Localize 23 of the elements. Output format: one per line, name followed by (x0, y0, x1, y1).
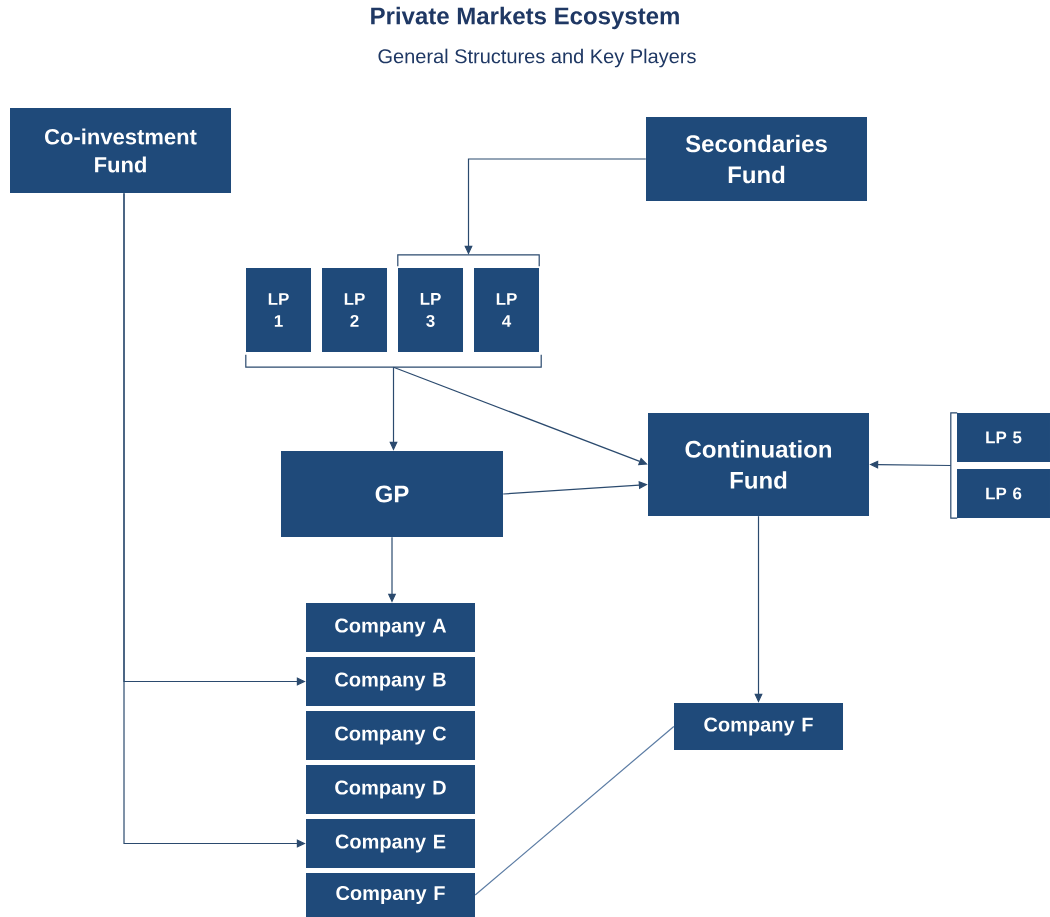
node-box: Co-investment Fund (10, 108, 231, 193)
node-box: LP 6 (957, 469, 1050, 518)
node-box: LP 1 (246, 268, 311, 352)
node-box: LP 4 (474, 268, 539, 352)
node-box: Company D (306, 765, 475, 814)
node-box: Company C (306, 711, 475, 760)
connector-line (474, 725, 675, 896)
node-box: Company E (306, 819, 475, 868)
node-box: LP 3 (398, 268, 463, 352)
title: Private Markets Ecosystem (371, 6, 679, 30)
node-box: Company F (674, 703, 843, 750)
bracket (950, 412, 958, 519)
node-box: GP (281, 451, 503, 537)
subtitle: General Structures and Key Players (378, 48, 696, 68)
node-box: Company B (306, 657, 475, 706)
bracket (245, 354, 542, 368)
node-box: Continuation Fund (648, 413, 869, 516)
node-box: Company F (306, 873, 475, 917)
node-box: Secondaries Fund (646, 117, 867, 201)
node-box: LP 2 (322, 268, 387, 352)
bracket (397, 254, 540, 267)
node-box: Company A (306, 603, 475, 652)
node-box: LP 5 (957, 413, 1050, 462)
